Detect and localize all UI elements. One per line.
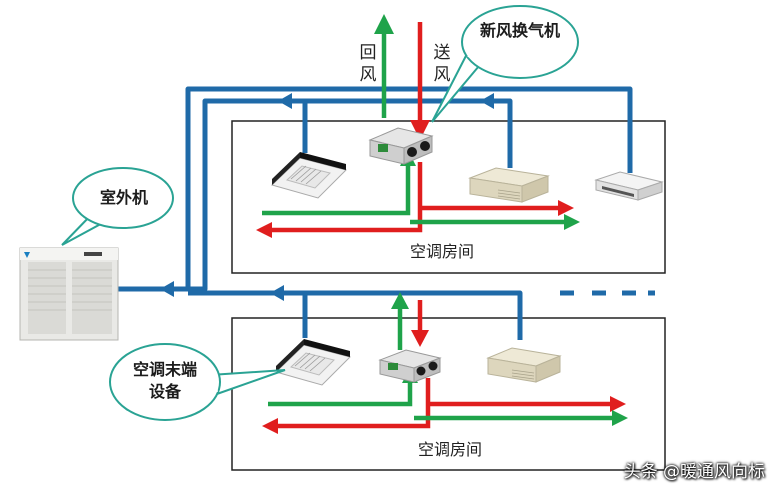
lower-air-flows xyxy=(268,300,616,429)
ceiling-unit-icon xyxy=(486,347,562,383)
supply-air-label: 送风 xyxy=(433,43,451,85)
outdoor-unit-icon xyxy=(19,247,119,341)
callout-terminal-equipment xyxy=(109,343,286,421)
lower-room-box xyxy=(231,317,666,471)
cassette-unit-icon xyxy=(271,152,347,199)
upper-room-box xyxy=(231,120,666,274)
refrigerant-pipes xyxy=(113,86,633,340)
cassette-unit-icon xyxy=(275,339,351,386)
wall-unit-icon xyxy=(594,171,664,201)
ceiling-unit-icon xyxy=(468,167,550,203)
watermark: 头条 @暖通风向标 xyxy=(623,462,765,482)
terminal-equipment-label: 空调末端设备 xyxy=(132,360,197,401)
upper-room-label: 空调房间 xyxy=(410,242,475,261)
fresh-air-unit-label: 新风换气机 xyxy=(479,21,560,40)
outdoor-unit-label: 室外机 xyxy=(99,188,148,207)
fresh-air-unit-icon xyxy=(368,127,434,165)
fresh-air-unit-icon xyxy=(378,349,442,383)
return-air-label: 回风 xyxy=(359,43,377,85)
callout-fresh-air-unit xyxy=(431,5,579,123)
pipe-arrowheads xyxy=(160,93,494,301)
upper-air-flows xyxy=(262,22,568,233)
callout-outdoor-unit xyxy=(61,167,174,246)
lower-room-label: 空调房间 xyxy=(418,440,483,459)
